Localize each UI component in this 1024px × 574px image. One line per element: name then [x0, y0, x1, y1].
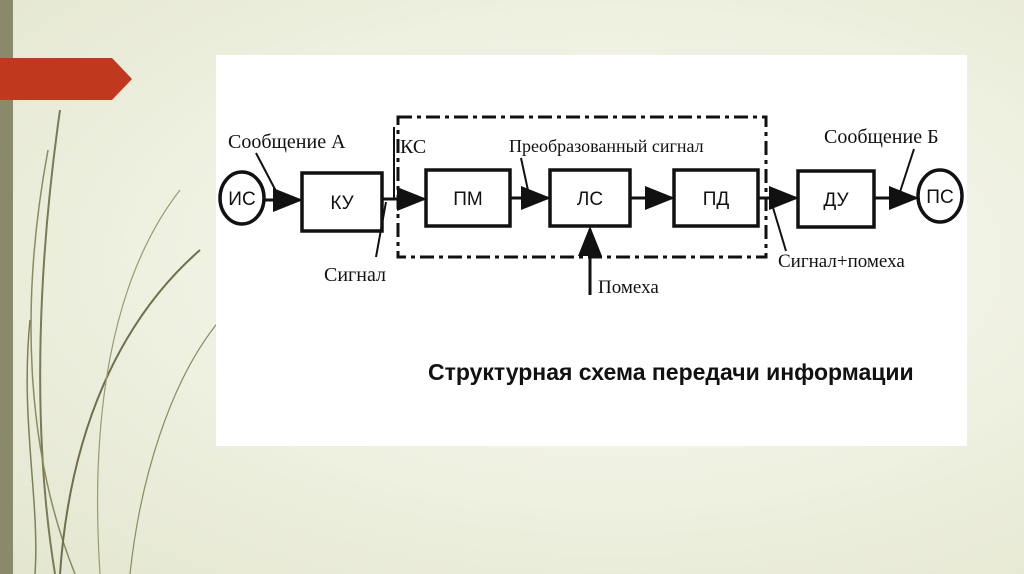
sink-label: ПС [926, 187, 953, 208]
transmission-diagram: ИС ПС КУ ПМ ЛС ПД ДУ Сообщение А [218, 115, 964, 385]
label-signal-plus-noise: Сигнал+помеха [778, 251, 905, 272]
label-converted-signal: Преобразованный сигнал [509, 136, 704, 156]
leader-signal [375, 201, 387, 258]
modulator-label: ПМ [453, 189, 482, 210]
slide-left-bar [0, 0, 13, 574]
slide-accent-arrow [0, 58, 132, 100]
demodulator-label: ПД [703, 189, 730, 210]
decoder-label: ДУ [823, 190, 849, 211]
label-noise: Помеха [598, 277, 659, 298]
leader-signal-plus-noise [770, 200, 787, 252]
line-label: ЛС [577, 189, 603, 210]
leader-message-a [255, 152, 279, 196]
diagram-caption: Структурная схема передачи информации [428, 359, 914, 385]
decorative-grass-lines [26, 109, 221, 574]
label-message-b: Сообщение Б [824, 126, 939, 148]
leader-converted-signal [520, 157, 530, 196]
source-label: ИС [228, 189, 255, 210]
source-circle [218, 170, 266, 226]
diagram-panel: ИС ПС КУ ПМ ЛС ПД ДУ Сообщение А [216, 55, 967, 446]
leader-message-b [898, 148, 915, 196]
encoder-label: КУ [330, 193, 354, 214]
label-signal: Сигнал [324, 264, 386, 286]
label-message-a: Сообщение А [228, 131, 346, 153]
label-channel: КС [400, 136, 426, 158]
